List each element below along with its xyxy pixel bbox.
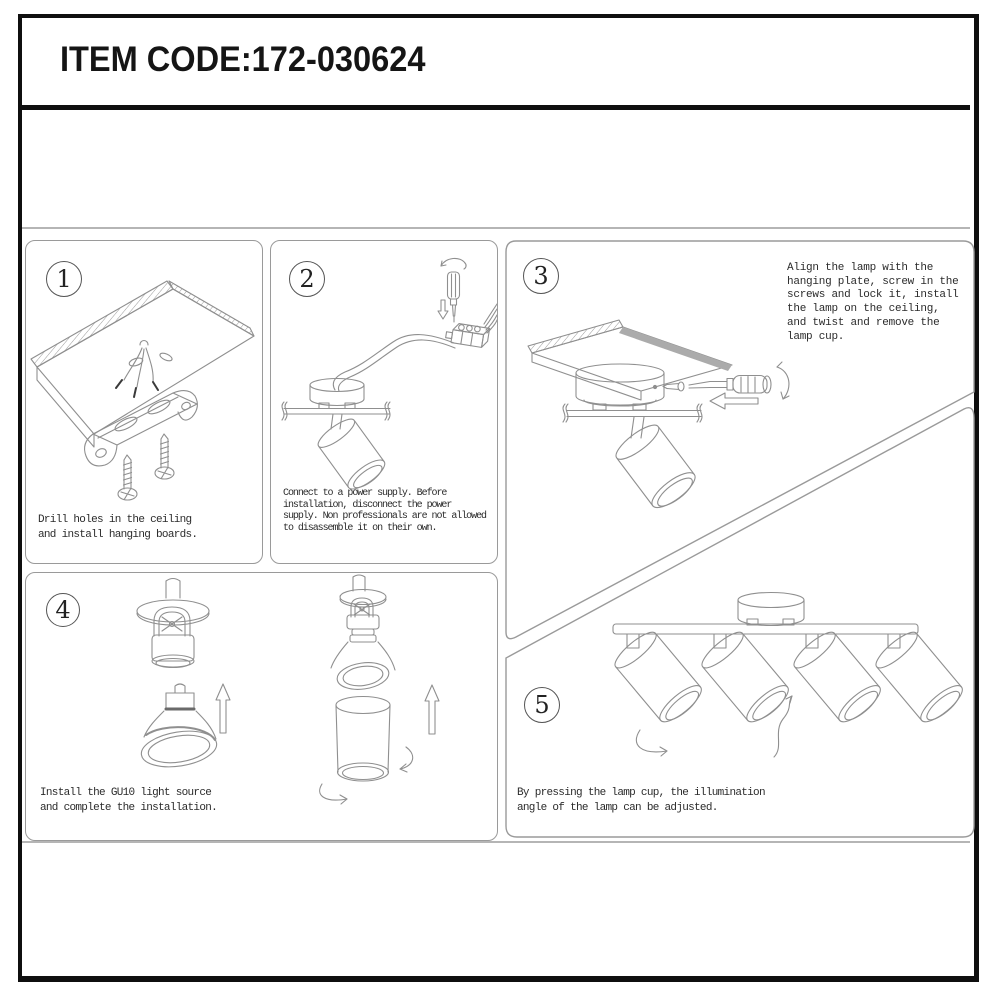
screw-icon bbox=[155, 434, 174, 479]
spotlight-icon bbox=[314, 414, 389, 494]
spotlight-icon bbox=[872, 627, 968, 727]
arrow-left-icon bbox=[710, 393, 758, 409]
canopy-icon bbox=[576, 364, 664, 410]
spotlight-icon bbox=[698, 627, 794, 727]
screwdriver-icon bbox=[689, 376, 771, 394]
step-4-caption: Install the GU10 light source and comple… bbox=[40, 787, 218, 814]
step-2-caption: Connect to a power supply. Before instal… bbox=[283, 488, 487, 534]
spotlight-icon bbox=[611, 627, 707, 727]
header-band: ITEM CODE:172-030624 bbox=[22, 18, 970, 105]
spotlight-icon bbox=[790, 627, 886, 727]
step-2-panel: 2 Connect to a power supply. Before inst… bbox=[270, 240, 498, 564]
bottom-gray-rule bbox=[22, 841, 970, 843]
rotate-arrow-icon bbox=[636, 696, 792, 757]
ceiling-panel-illustration bbox=[528, 320, 732, 400]
mounting-bar-icon bbox=[563, 404, 702, 422]
lamp-socket-illustration bbox=[137, 579, 209, 668]
steps-3-5-illustration bbox=[505, 240, 975, 838]
header-divider bbox=[22, 105, 970, 110]
screw-icon bbox=[118, 455, 137, 500]
step-1-illustration bbox=[26, 241, 262, 563]
arrow-up-icon bbox=[216, 684, 230, 733]
step-3-caption: Align the lamp with the hanging plate, s… bbox=[787, 262, 959, 343]
gu10-bulb-icon bbox=[139, 684, 219, 772]
step-4-illustration bbox=[26, 573, 497, 840]
arrow-down-icon bbox=[438, 300, 448, 319]
mounting-bracket-illustration bbox=[85, 391, 198, 466]
canopy-icon bbox=[310, 379, 364, 409]
steps-3-5-region: 3 Align the lamp with the hanging plate,… bbox=[505, 240, 975, 838]
power-cable-icon bbox=[333, 335, 455, 391]
track-bar-icon bbox=[613, 624, 918, 648]
rotate-arrow-icon bbox=[320, 747, 413, 804]
step-2-number: 2 bbox=[289, 261, 325, 297]
spotlight-icon bbox=[612, 417, 701, 514]
terminal-block-icon bbox=[445, 304, 497, 348]
step-1-panel: 1 Drill holes in the ceiling and install… bbox=[25, 240, 263, 564]
step-4-number: 4 bbox=[46, 593, 80, 627]
rotate-arrow-icon bbox=[777, 362, 789, 399]
top-gray-rule bbox=[22, 227, 970, 229]
wires-icon bbox=[116, 341, 158, 398]
step-2-illustration bbox=[271, 241, 497, 563]
step-3-number: 3 bbox=[523, 258, 559, 294]
item-code-text: ITEM CODE:172-030624 bbox=[60, 40, 426, 79]
step-5-caption: By pressing the lamp cup, the illuminati… bbox=[517, 787, 766, 814]
step-5-number: 5 bbox=[524, 687, 560, 723]
step-1-number: 1 bbox=[46, 261, 82, 297]
mounting-bar-icon bbox=[282, 402, 390, 420]
outer-frame bbox=[18, 14, 979, 982]
step-5-panel-outline bbox=[506, 408, 974, 837]
arrow-up-icon bbox=[425, 685, 439, 734]
step-3-panel-outline bbox=[506, 241, 974, 639]
lamp-assembled-illustration bbox=[331, 575, 395, 692]
step-1-caption: Drill holes in the ceiling and install h… bbox=[38, 514, 198, 541]
ceiling-board-illustration bbox=[31, 281, 254, 447]
canopy-icon bbox=[738, 593, 804, 626]
lamp-cup-icon bbox=[336, 697, 390, 782]
screwdriver-icon bbox=[441, 258, 466, 322]
screw-icon bbox=[663, 382, 684, 391]
step-4-panel: 4 Install the GU10 light source and comp… bbox=[25, 572, 498, 841]
